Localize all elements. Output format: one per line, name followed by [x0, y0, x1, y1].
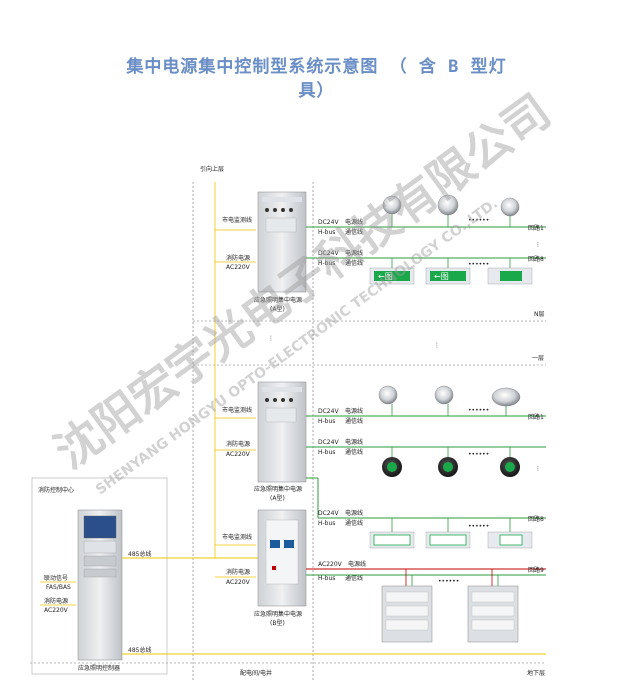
1f-l8-commline: 通信线 [345, 519, 363, 527]
diagram-title-line2: 具） [298, 81, 335, 101]
panel1-fire-power-label: 消防电源 [226, 254, 250, 262]
power-panel-a-nfloor [257, 191, 307, 293]
1f-l2-powerline: 电源线 [345, 438, 363, 446]
panel1-ac-label: AC220V [226, 264, 251, 271]
vertical-ellipsis-1: ⋮ [268, 335, 274, 342]
twin-spot-icon [491, 387, 521, 407]
panel3-ac-label: AC220V [226, 579, 251, 586]
ceiling-lamp-icon [437, 194, 459, 216]
1f-sign-ellipsis: •••••• [468, 523, 489, 530]
link-signal-label: 联动信号 [44, 574, 68, 582]
panel2-name: 应急照明集中电源 [254, 485, 302, 493]
panel2-fire-power-label: 消防电源 [226, 440, 250, 448]
1f-l2-commline: 通信线 [345, 448, 363, 456]
b-loop9-label: 回路9 [528, 566, 544, 574]
panel2-model: (A型) [270, 494, 285, 502]
nfloor-loop-vellipsis: ⋮ [535, 241, 541, 248]
1f-loop1-label: 回路1 [528, 413, 544, 421]
1f-l2-hbus: H-bus [318, 449, 335, 456]
1f-l1-commline: 通信线 [345, 417, 363, 425]
bus485-label-a: 485总线 [128, 550, 151, 558]
fas-bas-label: FAS/BAS [46, 584, 71, 591]
exit-sign-label: ←图 [434, 272, 449, 281]
1f-loop-vellipsis: ⋮ [535, 465, 541, 472]
panel3-fire-power-label: 消防电源 [226, 568, 250, 576]
nfloor-lamp-ellipsis: •••••• [468, 217, 489, 224]
floor-label-n: N层 [534, 311, 545, 318]
panel1-mains-label: 市电监测线 [222, 216, 252, 224]
downlight-icon [434, 385, 454, 405]
panel2-ac-label: AC220V [226, 451, 251, 458]
nfloor-l1-dc24v: DC24V [318, 219, 339, 226]
nfloor-l8-dc24v: DC24V [318, 250, 339, 257]
bus485-label-b: 485总线 [128, 646, 151, 654]
panel3-model: (B型) [270, 619, 285, 627]
b-l9-powerline: 电源线 [348, 560, 366, 568]
b-l9-ac: AC220V [318, 561, 343, 568]
panel3-name: 应急照明集中电源 [254, 610, 302, 618]
1f-round-indicators [382, 447, 520, 477]
bottom-label: 配电间/电井 [240, 669, 272, 677]
basement-grille-fixtures [381, 569, 519, 643]
top-label: 引向上层 [200, 165, 224, 173]
control-center-title: 消防控制中心 [38, 486, 74, 494]
floor-label-one: 一层 [532, 355, 544, 362]
1f-exit-signs [369, 518, 533, 549]
nfloor-ceiling-lamps [382, 194, 520, 227]
panel1-name: 应急照明集中电源 [254, 296, 302, 304]
controller-cabinet [77, 509, 123, 661]
nfloor-l8-hbus: H-bus [318, 260, 335, 267]
nfloor-l1-commline: 通信线 [345, 228, 363, 236]
nfloor-loop8-label: 回路8 [528, 255, 544, 263]
1f-l8-powerline: 电源线 [345, 509, 363, 517]
power-panel-a-1f [257, 381, 307, 483]
1f-l1-hbus: H-bus [318, 418, 335, 425]
nfloor-loop1-label: 回路1 [528, 224, 544, 232]
1f-loop8-label: 回路8 [528, 515, 544, 523]
1f-l8-dc24v: DC24V [318, 510, 339, 517]
vertical-ellipsis-2: ⋮ [434, 342, 440, 349]
floor-grid [30, 182, 546, 680]
exit-sign-label: ←图 [378, 272, 393, 281]
nfloor-sign-ellipsis: •••••• [468, 261, 489, 268]
b-l9-hbus: H-bus [318, 575, 335, 582]
nfloor-l1-powerline: 电源线 [345, 218, 363, 226]
1f-l1-dc24v: DC24V [318, 408, 339, 415]
floor-label-basement: 地下层 [527, 669, 545, 677]
panel3-mains-label: 市电监测线 [222, 533, 252, 541]
nfloor-l1-hbus: H-bus [318, 229, 335, 236]
panel2-mains-label: 市电监测线 [222, 406, 252, 414]
cc-ac-label: AC220V [44, 607, 69, 614]
downlight-icon [378, 385, 398, 405]
ceiling-lamp-icon [500, 197, 520, 217]
1f-lamp-ellipsis: •••••• [468, 407, 489, 414]
panel1-model: (A型) [270, 305, 285, 313]
cc-fire-power-label: 消防电源 [44, 597, 68, 605]
diagram-title-line1: 集中电源集中控制型系统示意图 （ 含 B 型灯 [126, 57, 507, 77]
controller-name: 应急照明控制器 [78, 664, 120, 672]
nfloor-l8-commline: 通信线 [345, 259, 363, 267]
fire-control-center: 消防控制中心 联动信号 FAS/BAS 消防电源 AC220V 485总线 48… [31, 477, 546, 675]
1f-l2-dc24v: DC24V [318, 439, 339, 446]
nfloor-exit-signs: ←图 ←图 [369, 258, 533, 285]
nfloor-l8-powerline: 电源线 [345, 249, 363, 257]
1f-indicator-ellipsis: •••••• [468, 451, 489, 458]
1f-downlights [378, 385, 521, 416]
b-fixture-ellipsis: •••••• [438, 578, 459, 585]
1f-l8-hbus: H-bus [318, 520, 335, 527]
1f-l1-powerline: 电源线 [345, 407, 363, 415]
b-l9-commline: 通信线 [345, 574, 363, 582]
ceiling-lamp-icon [382, 195, 402, 215]
power-panel-b [257, 509, 307, 607]
